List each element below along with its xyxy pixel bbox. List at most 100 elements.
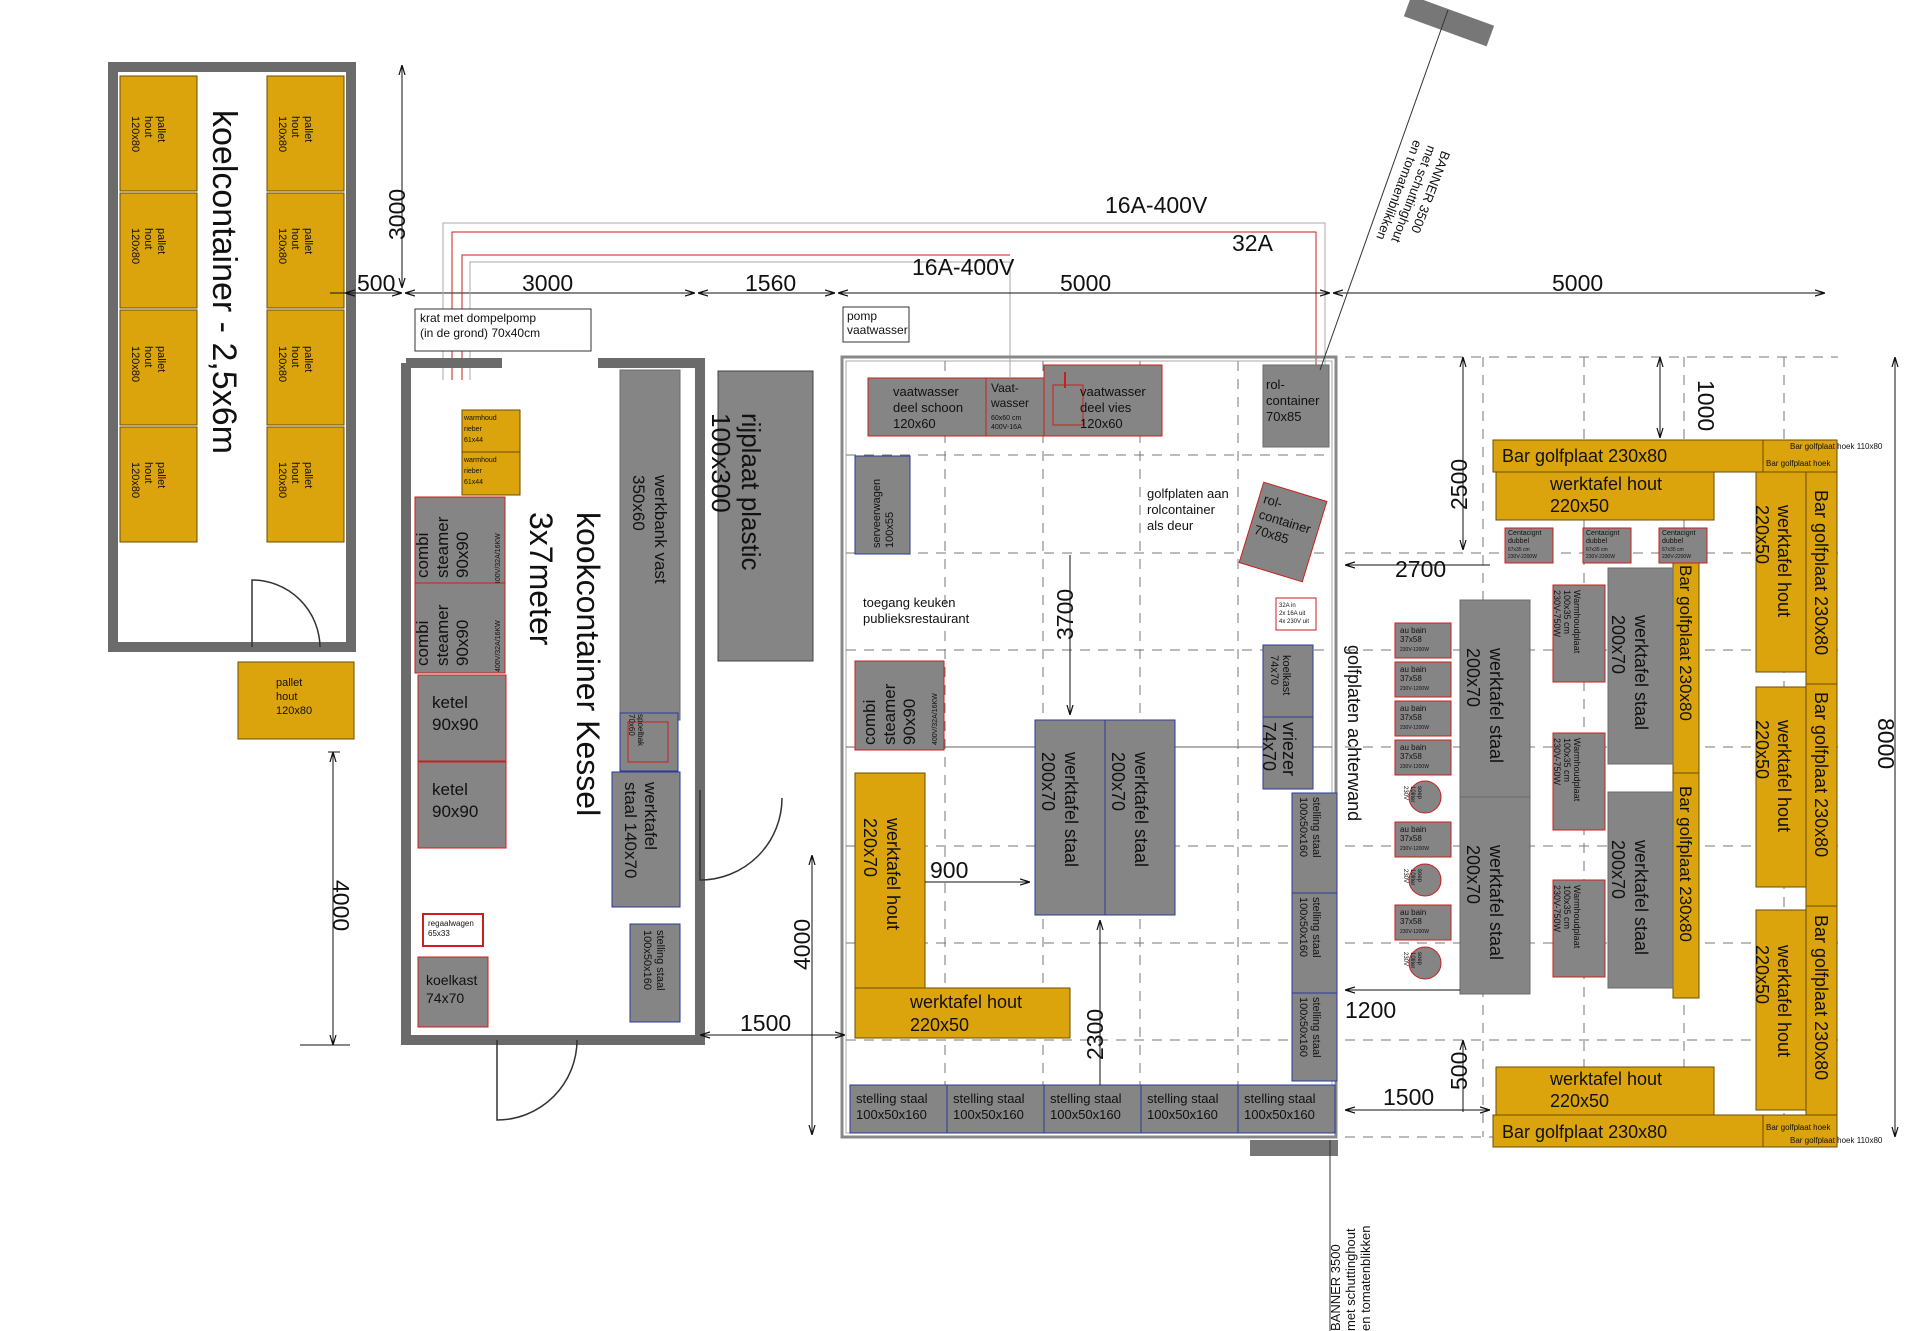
dim-2500: 2500 <box>1446 459 1472 510</box>
svg-text:koelkast74x70: koelkast74x70 <box>1268 655 1292 695</box>
spoelbak: spoelbak70x60 <box>619 712 679 772</box>
svg-text:Bar golfplaat 230x80: Bar golfplaat 230x80 <box>1676 786 1695 942</box>
svg-text:Bar golfplaat 230x80: Bar golfplaat 230x80 <box>1811 490 1831 655</box>
svg-text:pallethout120x80: pallethout120x80 <box>129 462 167 498</box>
svg-text:werktafel hout220x50: werktafel hout220x50 <box>1752 719 1794 832</box>
pallet-right-2: pallethout120x80 <box>266 192 345 309</box>
banner-top: BANNER 3500met schuttinghouten tomatenbl… <box>1319 0 1495 371</box>
svg-text:combisteamer90x90: combisteamer90x90 <box>413 516 472 578</box>
svg-text:werktafel staal200x70: werktafel staal200x70 <box>1108 751 1151 867</box>
svg-text:combisteamer90x90: combisteamer90x90 <box>860 683 919 745</box>
werktafel-staal-tent-2: werktafel staal200x70 <box>1104 719 1176 916</box>
dim-2700: 2700 <box>1395 556 1446 582</box>
combi-steamer-1: combisteamer90x90 400V/32A/16KW <box>413 496 506 588</box>
bar-golfplaat-right-1: Bar golfplaat 230x80 <box>1805 471 1838 685</box>
banner-bottom: BANNER 3500met schuttinghouten tomatenbl… <box>1328 1140 1373 1331</box>
dim-500-b: 500 <box>1446 1052 1472 1090</box>
svg-text:werktafel hout220x50: werktafel hout220x50 <box>909 992 1022 1035</box>
stelling-tent-v2: stelling staal100x50x160 <box>1291 892 1338 994</box>
bar-golfplaat-bottom: Bar golfplaat 230x80 <box>1492 1114 1764 1148</box>
kookcontainer-title: kookcontainer Kessel <box>570 512 606 816</box>
svg-text:serveerwagen100x55: serveerwagen100x55 <box>871 479 896 548</box>
bar-golfplaat-right-3: Bar golfplaat 230x80 <box>1805 905 1838 1116</box>
svg-text:rol-container70x85: rol-container70x85 <box>1266 377 1320 424</box>
dim-3000-top: 3000 <box>384 189 410 240</box>
svg-text:koelkast74x70: koelkast74x70 <box>426 972 477 1006</box>
svg-text:BANNER 3500met schuttinghouten: BANNER 3500met schuttinghouten tomatenbl… <box>1328 1225 1373 1331</box>
dim-1500-a: 1500 <box>740 1010 791 1036</box>
werktafel-staal-tent-1: werktafel staal200x70 <box>1034 719 1106 916</box>
svg-text:werktafel hout220x50: werktafel hout220x50 <box>1549 474 1662 516</box>
soep-3: soep10liter230V <box>1402 946 1442 980</box>
svg-text:Bar golfplaat 230x80: Bar golfplaat 230x80 <box>1502 446 1667 466</box>
pallet-right-3: pallethout120x80 <box>266 309 345 426</box>
rijplaat: rijplaat plastic100x300 <box>706 370 814 662</box>
werktafel-hout-bar-v1: werktafel hout220x50 <box>1752 471 1807 673</box>
tent-bottom-block <box>1250 1140 1338 1156</box>
svg-text:Bar golfplaat hoek: Bar golfplaat hoek <box>1766 459 1831 468</box>
svg-text:werktafel hout220x70: werktafel hout220x70 <box>860 817 903 930</box>
dim-2300: 2300 <box>1082 1009 1108 1060</box>
svg-text:stelling staal100x50x160: stelling staal100x50x160 <box>1147 1091 1219 1122</box>
koelcontainer-door <box>251 579 321 648</box>
svg-text:werktafel staal200x70: werktafel staal200x70 <box>1463 647 1506 763</box>
svg-text:combisteamer90x90: combisteamer90x90 <box>413 604 472 666</box>
werktafel-hout-bar-v2: werktafel hout220x50 <box>1752 686 1807 888</box>
dim-1500-b: 1500 <box>1383 1084 1434 1110</box>
golfplaten-achterwand: golfplaten achterwand <box>1344 645 1364 821</box>
svg-text:stelling staal100x50x160: stelling staal100x50x160 <box>1297 997 1322 1058</box>
warmhoudplaat-2: Warmhoudplaat100x35 cm230V-750W <box>1552 732 1606 831</box>
power-16a-400v: 16A-400V <box>912 254 1015 280</box>
svg-text:400V/32A/16KW: 400V/32A/16KW <box>932 693 939 745</box>
kookcontainer-door-1 <box>699 790 783 881</box>
soep-1: soep10liter230V <box>1402 780 1442 814</box>
svg-text:stelling staal100x50x160: stelling staal100x50x160 <box>1050 1091 1122 1122</box>
svg-text:werktafel staal200x70: werktafel staal200x70 <box>1608 839 1651 955</box>
svg-text:werktafel staal200x70: werktafel staal200x70 <box>1608 614 1651 730</box>
koelcontainer: pallethout120x80 pallethout120x80 pallet… <box>108 62 356 740</box>
dim-8000: 8000 <box>1873 718 1899 769</box>
svg-text:400V/32A/16KW: 400V/32A/16KW <box>495 620 502 672</box>
dim-1560: 1560 <box>745 270 796 296</box>
bar-golfplaat-mid-1: Bar golfplaat 230x80 <box>1672 559 1700 774</box>
svg-text:Bar golfplaat 230x80: Bar golfplaat 230x80 <box>1676 565 1695 721</box>
dim-1000: 1000 <box>1693 380 1719 431</box>
warmhoudplaat-1: Warmhoudplaat100x35 cm230V-750W <box>1552 584 1606 683</box>
svg-text:Bar golfplaat 230x80: Bar golfplaat 230x80 <box>1502 1122 1667 1142</box>
dim-5000-a: 5000 <box>1060 270 1111 296</box>
svg-text:pallethout120x80: pallethout120x80 <box>276 677 312 717</box>
dim-3700: 3700 <box>1052 589 1078 640</box>
svg-text:werktafel staal200x70: werktafel staal200x70 <box>1038 751 1081 867</box>
pallet-left-4: pallethout120x80 <box>119 426 198 543</box>
pallet-left-3: pallethout120x80 <box>119 309 198 426</box>
warmhoudplaat-3: Warmhoudplaat100x35 cm230V-750W <box>1552 879 1606 978</box>
dim-900: 900 <box>930 857 968 883</box>
dim-3000: 3000 <box>522 270 573 296</box>
werktafel-hout-bar-v3: werktafel hout220x50 <box>1752 909 1807 1111</box>
svg-text:pallethout120x80: pallethout120x80 <box>276 462 314 498</box>
werktafel-staal-kook: werktafelstaal 140x70 <box>611 771 681 908</box>
svg-text:soep10liter230V: soep10liter230V <box>1402 786 1422 802</box>
svg-text:werktafel hout220x50: werktafel hout220x50 <box>1752 504 1794 617</box>
